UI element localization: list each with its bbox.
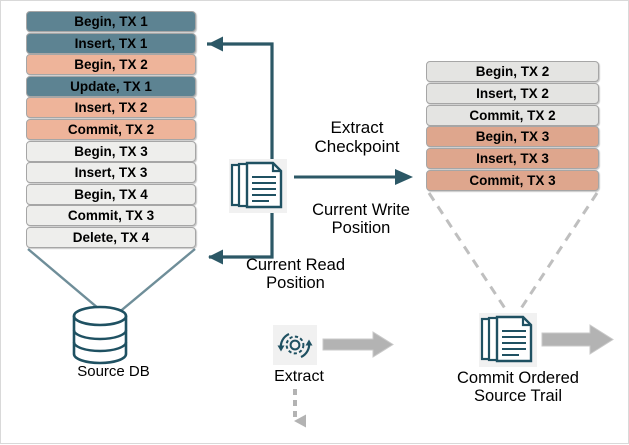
log-row-label: Begin, TX 2	[74, 57, 148, 73]
trail-row-label: Commit, TX 2	[469, 107, 556, 123]
trail-row-label: Begin, TX 3	[475, 129, 550, 145]
source-db-transaction-log-stack: Begin, TX 1 Insert, TX 1 Begin, TX 2 Upd…	[26, 11, 196, 249]
current-write-position-line1: Current Write	[312, 201, 410, 219]
current-read-position-label: Current Read Position	[223, 256, 368, 293]
gear-refresh-icon	[273, 325, 317, 365]
log-row-label: Insert, TX 2	[74, 100, 148, 116]
log-row[interactable]: Commit, TX 3	[26, 205, 196, 227]
funnel-to-source-db	[27, 248, 196, 321]
trail-row-label: Begin, TX 2	[475, 64, 550, 79]
trail-row-label: Insert, TX 2	[476, 85, 549, 101]
log-row-label: Insert, TX 3	[74, 165, 148, 181]
trail-row[interactable]: Insert, TX 3	[426, 148, 599, 170]
log-row-label: Begin, TX 4	[74, 186, 148, 202]
trail-row[interactable]: Insert, TX 2	[426, 82, 599, 104]
log-row-label: Delete, TX 4	[72, 229, 150, 245]
trail-row[interactable]: Commit, TX 2	[426, 104, 599, 126]
trail-row[interactable]: Begin, TX 2	[426, 61, 599, 82]
source-db-label: Source DB	[77, 363, 150, 380]
log-row[interactable]: Delete, TX 4	[26, 226, 196, 248]
log-row[interactable]: Insert, TX 1	[26, 32, 196, 54]
log-row-label: Commit, TX 2	[67, 121, 155, 137]
database-cylinder-icon	[72, 305, 128, 365]
log-row-label: Commit, TX 3	[67, 208, 155, 224]
extract-checkpoint-line2: Checkpoint	[314, 137, 400, 157]
log-row[interactable]: Insert, TX 2	[26, 97, 196, 119]
log-row-label: Update, TX 1	[70, 78, 152, 94]
extract-grey-arrow-right	[322, 331, 394, 358]
log-row[interactable]: Begin, TX 1	[26, 11, 196, 32]
current-write-position-line2: Position	[331, 219, 391, 238]
arrow-head-left-bottom	[208, 249, 223, 265]
arrow-head-left-top	[208, 36, 223, 52]
log-row[interactable]: Begin, TX 3	[26, 140, 196, 162]
extract-checkpoint-line1: Extract	[330, 118, 384, 137]
trail-row[interactable]: Begin, TX 3	[426, 126, 599, 148]
trail-row-label: Insert, TX 3	[476, 151, 549, 167]
documents-stack-icon-trail	[479, 313, 537, 367]
log-row-label: Begin, TX 1	[74, 14, 148, 29]
log-row-label: Begin, TX 3	[74, 143, 148, 159]
trail-label-line1: Commit Ordered	[457, 369, 579, 387]
trail-label-line2: Source Trail	[473, 387, 563, 406]
trail-grey-arrow-right	[541, 324, 614, 355]
dashed-funnel-to-trail	[427, 192, 599, 314]
log-row[interactable]: Update, TX 1	[26, 75, 196, 97]
log-row-label: Insert, TX 1	[74, 35, 148, 51]
documents-stack-icon-checkpoint	[229, 159, 287, 213]
current-read-position-connector	[207, 36, 274, 265]
current-read-position-line2: Position	[266, 274, 325, 293]
current-write-position-label: Current Write Position	[291, 201, 431, 238]
log-row[interactable]: Commit, TX 2	[26, 118, 196, 140]
extract-label: Extract	[274, 368, 324, 385]
log-row[interactable]: Insert, TX 3	[26, 162, 196, 184]
commit-ordered-trail-stack: Begin, TX 2 Insert, TX 2 Commit, TX 2 Be…	[426, 61, 599, 192]
trail-row-label: Commit, TX 3	[469, 172, 556, 188]
log-row[interactable]: Begin, TX 2	[26, 54, 196, 76]
commit-ordered-source-trail-label: Commit Ordered Source Trail	[433, 369, 603, 406]
extract-checkpoint-label: Extract Checkpoint	[291, 118, 423, 156]
current-read-position-line1: Current Read	[245, 256, 346, 274]
extract-checkpoint-arrow	[294, 169, 413, 185]
trail-row[interactable]: Commit, TX 3	[426, 169, 599, 191]
log-row[interactable]: Begin, TX 4	[26, 183, 196, 205]
